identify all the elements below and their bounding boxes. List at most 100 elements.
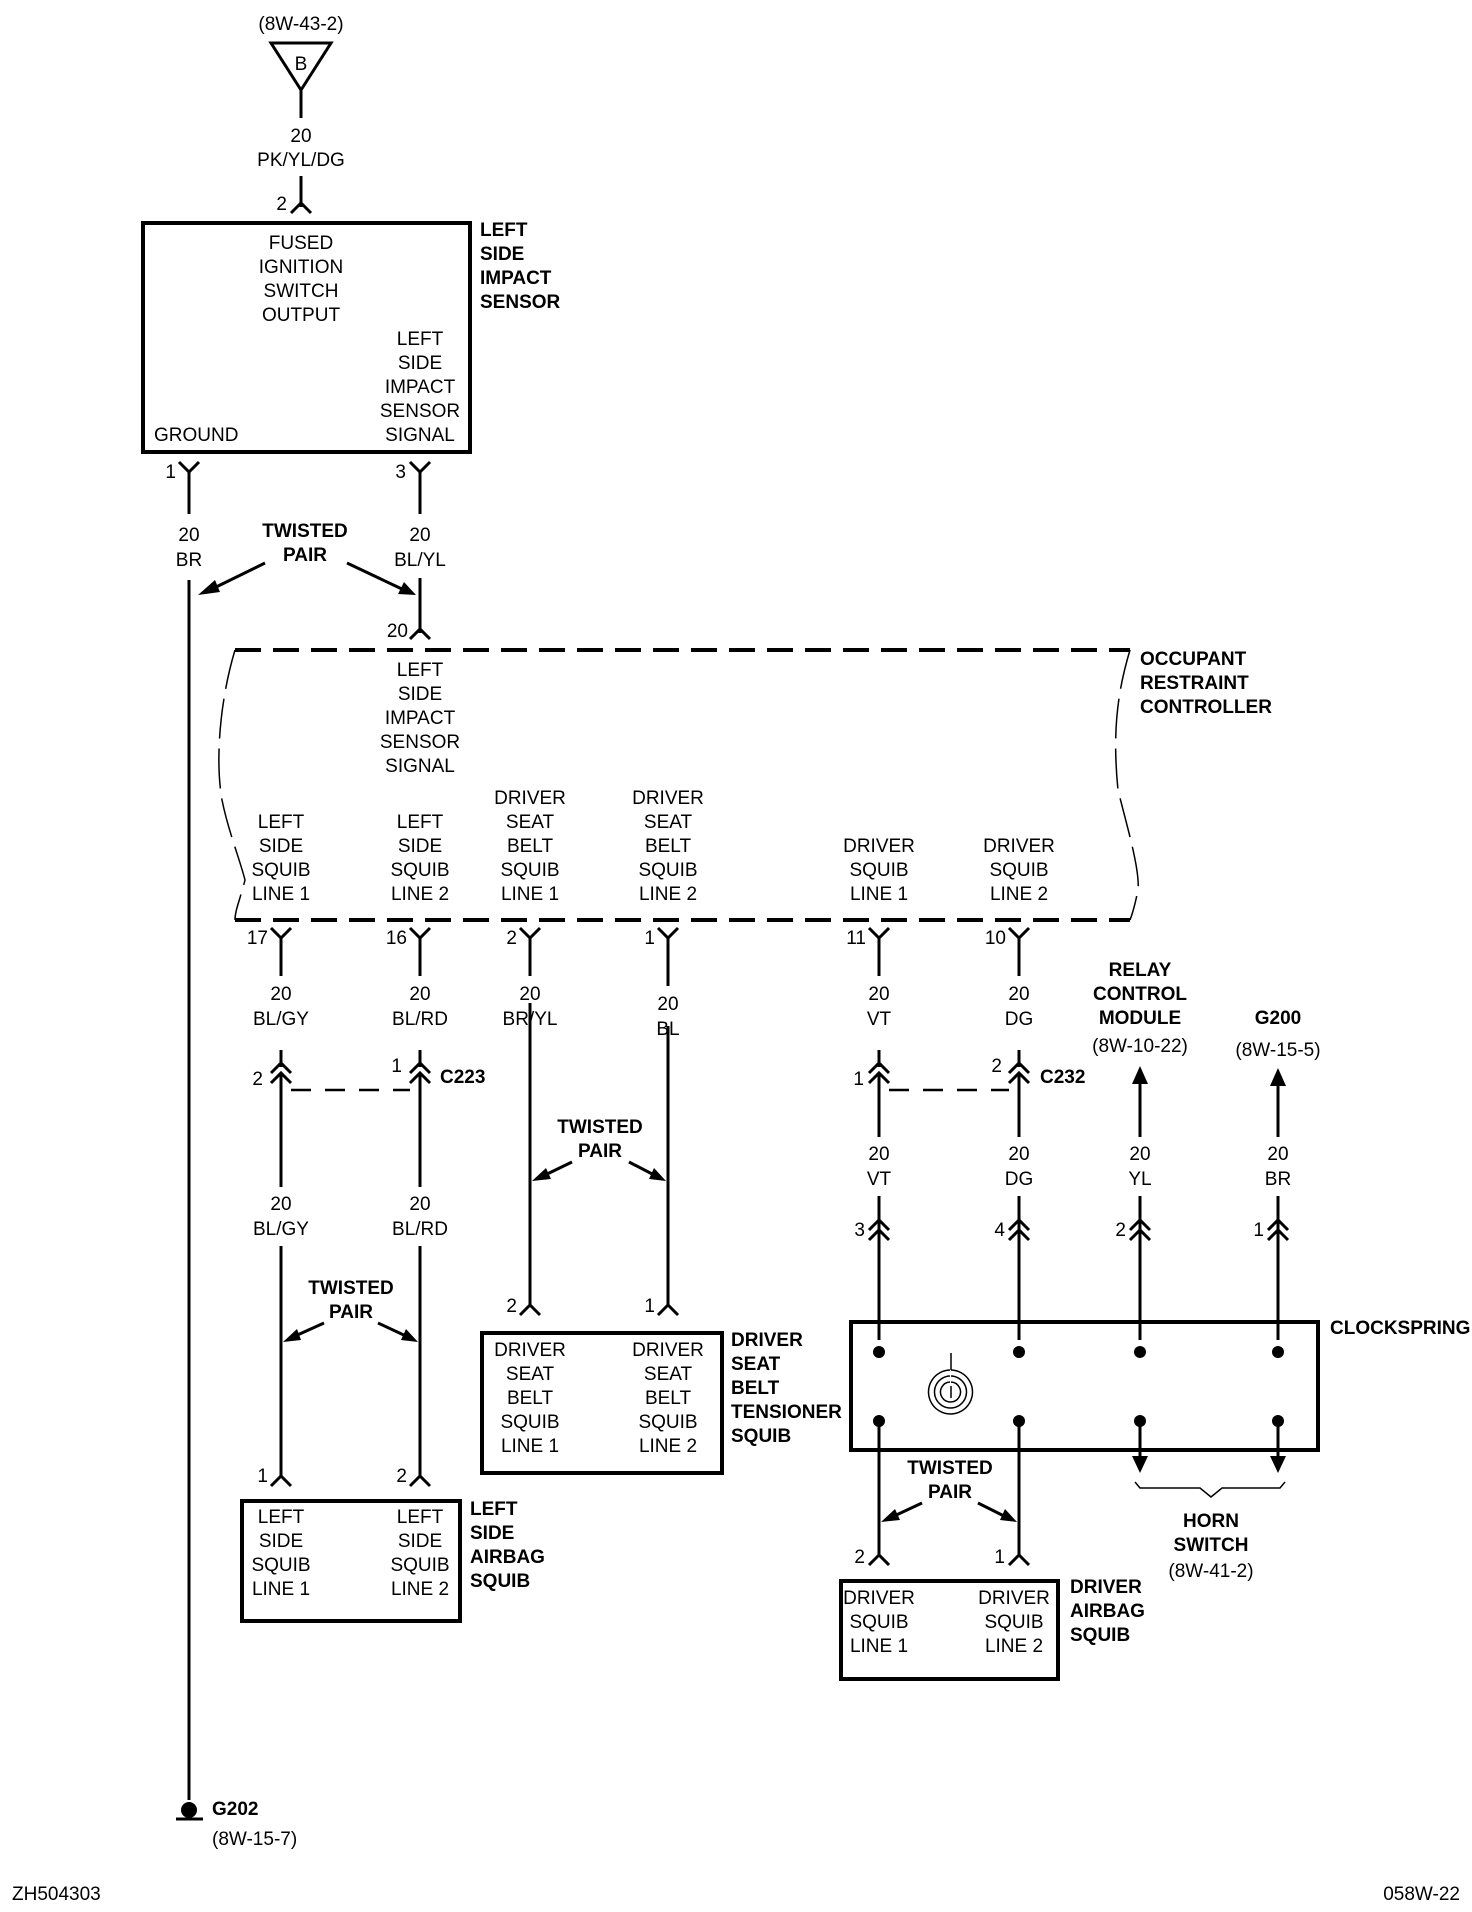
connector-terminal-icon xyxy=(1266,1217,1290,1232)
orc-output-label: SQUIB xyxy=(500,860,559,881)
svg-text:SQUIB: SQUIB xyxy=(731,1426,791,1447)
svg-text:LEFT: LEFT xyxy=(397,329,444,350)
male-terminal-icon xyxy=(408,460,432,475)
wire-gauge: 20 xyxy=(409,984,430,1005)
wire-color: DG xyxy=(1005,1169,1034,1190)
driver-airbag-squib-name: DRIVER AIRBAG SQUIB xyxy=(1070,1577,1145,1646)
pin-number: 2 xyxy=(396,1466,407,1487)
svg-text:SWITCH: SWITCH xyxy=(1174,1535,1249,1556)
female-terminal-icon xyxy=(656,1302,680,1317)
wire-color: VT xyxy=(867,1009,892,1030)
wire-gauge: 20 xyxy=(868,984,889,1005)
pin-number: 3 xyxy=(854,1220,865,1241)
arrow-head-icon xyxy=(532,1168,551,1181)
pin-number: 3 xyxy=(395,462,406,483)
connector-terminal-icon xyxy=(1128,1217,1152,1232)
orc-output-label: SEAT xyxy=(644,812,693,833)
svg-text:OUTPUT: OUTPUT xyxy=(262,305,341,326)
orc-output-label: LINE 1 xyxy=(501,884,559,905)
connector-terminal-icon xyxy=(1007,1217,1031,1232)
female-terminal-icon xyxy=(269,1473,293,1488)
svg-text:SEAT: SEAT xyxy=(506,1364,555,1385)
clockspring-label: CLOCKSPRING xyxy=(1330,1318,1470,1339)
male-terminal-icon xyxy=(656,926,680,941)
orc-output-label: DRIVER xyxy=(632,788,704,809)
clockspring-terminal-dot xyxy=(1134,1346,1146,1358)
connector-terminal-icon xyxy=(1128,1227,1152,1242)
ground-g202-label: G202 xyxy=(212,1799,258,1820)
female-terminal-icon xyxy=(518,1302,542,1317)
wire-gauge: 20 xyxy=(1008,1144,1029,1165)
clockspring-terminal-dot xyxy=(1013,1346,1025,1358)
svg-text:SQUIB: SQUIB xyxy=(470,1571,530,1592)
twisted-pair-label: PAIR xyxy=(928,1482,972,1503)
horn-switch-name: HORN SWITCH xyxy=(1174,1511,1249,1556)
orc-output-label: DRIVER xyxy=(494,788,566,809)
orc-output-label: SQUIB xyxy=(989,860,1048,881)
pin-number: 2 xyxy=(854,1547,865,1568)
sensor-fused-label: FUSED IGNITION SWITCH OUTPUT xyxy=(259,233,343,326)
pin-number: 1 xyxy=(165,462,176,483)
arrow-down-icon xyxy=(1132,1456,1148,1473)
pin-number: 2 xyxy=(506,1296,517,1317)
svg-text:BELT: BELT xyxy=(731,1378,780,1399)
orc-signal-input-label: LEFT SIDE IMPACT SENSOR SIGNAL xyxy=(380,660,460,777)
orc-output-label: LEFT xyxy=(258,812,305,833)
svg-text:LINE 2: LINE 2 xyxy=(985,1636,1043,1657)
wire-color: YL xyxy=(1128,1169,1151,1190)
driver-airbag-squib-box xyxy=(839,1579,1060,1681)
orc-output-label: LINE 2 xyxy=(391,884,449,905)
page-id: ZH504303 xyxy=(12,1884,101,1905)
left-side-impact-sensor-box xyxy=(141,221,472,454)
svg-text:SQUIB: SQUIB xyxy=(390,1555,449,1576)
orc-output-label: SIDE xyxy=(398,836,442,857)
svg-text:LEFT: LEFT xyxy=(470,1499,518,1520)
svg-text:LINE 1: LINE 1 xyxy=(252,1579,310,1600)
arrow-head-icon xyxy=(881,1509,900,1522)
arrow-head-icon xyxy=(398,582,416,595)
svg-text:RESTRAINT: RESTRAINT xyxy=(1140,673,1249,694)
female-terminal-icon xyxy=(1007,1552,1031,1567)
svg-text:SQUIB: SQUIB xyxy=(984,1612,1043,1633)
pin-number: 20 xyxy=(387,621,408,642)
twisted-pair-label: PAIR xyxy=(283,545,327,566)
svg-text:LINE 2: LINE 2 xyxy=(391,1579,449,1600)
svg-text:SIGNAL: SIGNAL xyxy=(385,756,455,777)
tensioner-line1-label: DRIVER SEAT BELT SQUIB LINE 1 xyxy=(494,1340,566,1457)
svg-text:SIGNAL: SIGNAL xyxy=(385,425,455,446)
driver-squib-line2-label: DRIVER SQUIB LINE 2 xyxy=(978,1588,1050,1657)
wire-gauge: 20 xyxy=(270,984,291,1005)
pin-number: 1 xyxy=(1253,1220,1264,1241)
svg-text:CONTROL: CONTROL xyxy=(1093,984,1187,1005)
orc-boundary-right xyxy=(1114,649,1139,921)
male-terminal-icon xyxy=(518,926,542,941)
svg-text:MODULE: MODULE xyxy=(1099,1008,1181,1029)
left-side-airbag-squib-name: LEFT SIDE AIRBAG SQUIB xyxy=(470,1499,545,1592)
svg-text:SEAT: SEAT xyxy=(731,1354,781,1375)
svg-text:IMPACT: IMPACT xyxy=(480,268,552,289)
pin-number: 1 xyxy=(257,1466,268,1487)
orc-output-label: SQUIB xyxy=(390,860,449,881)
twisted-pair-label: TWISTED xyxy=(557,1117,643,1138)
wire-color: BR xyxy=(176,550,202,571)
svg-text:OCCUPANT: OCCUPANT xyxy=(1140,649,1247,670)
pin-number: 1 xyxy=(644,1296,655,1317)
pin-number: 2 xyxy=(252,1069,263,1090)
svg-text:IMPACT: IMPACT xyxy=(385,377,456,398)
connector-c223-label: C223 xyxy=(440,1067,485,1088)
svg-text:SQUIB: SQUIB xyxy=(1070,1625,1130,1646)
wire-color: PK/YL/DG xyxy=(257,150,345,171)
tensioner-line2-label: DRIVER SEAT BELT SQUIB LINE 2 xyxy=(632,1340,704,1457)
connector-terminal-icon xyxy=(1007,1060,1031,1075)
wire-color: BR xyxy=(1265,1169,1291,1190)
clockspring-coil-icon xyxy=(927,1353,974,1415)
wire-gauge: 20 xyxy=(1267,1144,1288,1165)
female-terminal-icon xyxy=(408,1473,432,1488)
orc-output-label: LINE 2 xyxy=(990,884,1048,905)
g200-ref: (8W-15-5) xyxy=(1235,1040,1320,1061)
wire-gauge: 20 xyxy=(409,525,430,546)
orc-output-label: SEAT xyxy=(506,812,555,833)
svg-text:SIDE: SIDE xyxy=(470,1523,514,1544)
